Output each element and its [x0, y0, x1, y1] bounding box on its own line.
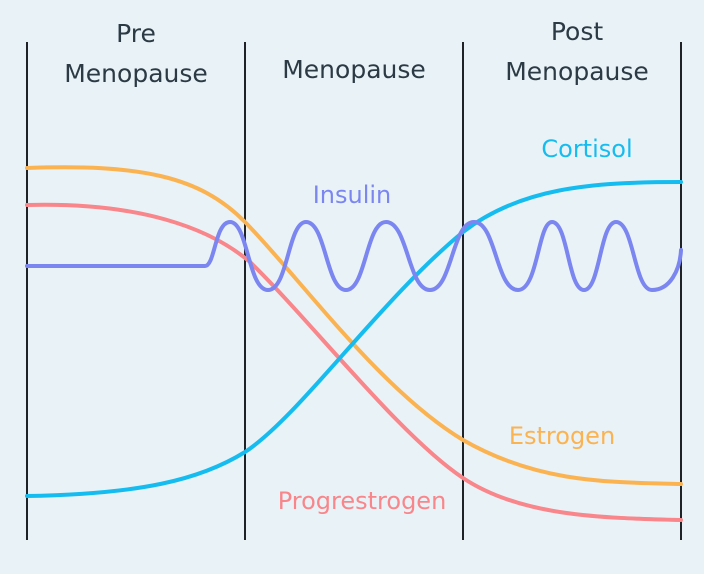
- estrogen-curve: [25, 165, 683, 486]
- progesterone-curve: [25, 202, 683, 522]
- phase-label-post-line2: Menopause: [505, 57, 649, 86]
- phase-label-post-line1: Post: [551, 17, 604, 46]
- estrogen-label: Estrogen: [509, 422, 615, 450]
- phase-label-pre-line2: Menopause: [64, 59, 208, 88]
- phase-label-menopause: Menopause: [282, 55, 426, 84]
- phase-label-pre-line1: Pre: [116, 19, 156, 48]
- cortisol-label: Cortisol: [541, 135, 632, 163]
- insulin-label: Insulin: [313, 181, 392, 209]
- cortisol-curve: [25, 180, 683, 498]
- progesterone-label: Progrestrogen: [278, 487, 447, 515]
- insulin-curve: [25, 220, 683, 292]
